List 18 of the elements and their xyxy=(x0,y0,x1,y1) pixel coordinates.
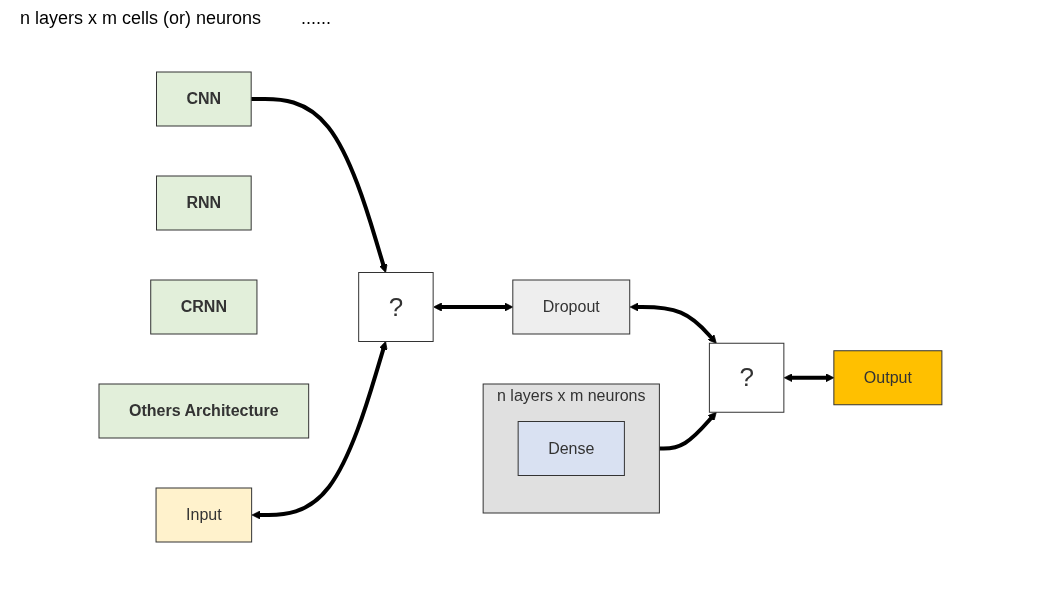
node-box: Input xyxy=(155,487,252,543)
arrow xyxy=(250,97,388,273)
node-box: ? xyxy=(708,342,784,413)
arrow xyxy=(783,373,834,383)
node-box: Dropout xyxy=(511,279,630,335)
node-box: Dense xyxy=(517,421,625,476)
node-box: CRNN xyxy=(149,279,257,335)
arrow xyxy=(432,302,513,312)
note-text: ...... xyxy=(301,8,332,29)
arrow xyxy=(629,302,717,344)
node-box: Others Architecture xyxy=(98,383,309,439)
node-box: CNN xyxy=(155,71,252,127)
note-text: n layers x m cells (or) neurons xyxy=(20,8,262,29)
node-box: Output xyxy=(832,350,942,406)
node-box: RNN xyxy=(155,175,252,231)
arrow xyxy=(658,411,717,451)
arrow xyxy=(251,341,388,520)
node-box: ? xyxy=(357,272,434,342)
